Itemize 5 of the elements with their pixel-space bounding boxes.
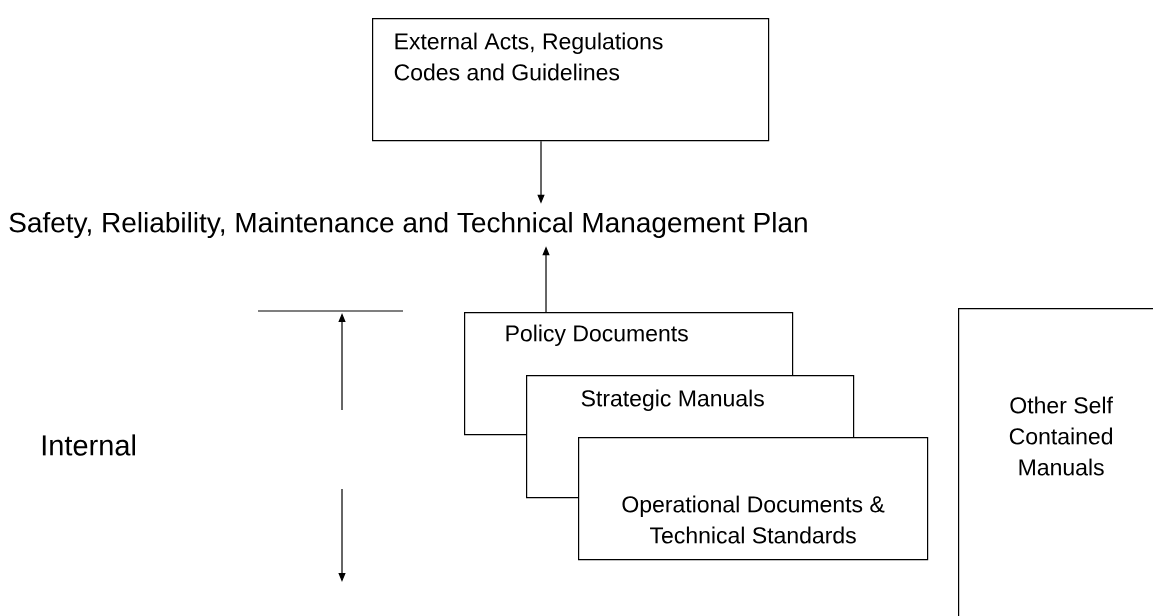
document-box: Operational Documents & Technical Standards — [578, 437, 929, 561]
document-box: External Acts, Regulations Codes and Guidelines — [372, 18, 770, 142]
side-label: Internal — [42, 434, 135, 456]
document-box: Other Self Contained Manuals — [958, 308, 1153, 616]
plan-title: Safety, Reliability, Maintenance and Technical Management Plan — [9, 211, 807, 239]
